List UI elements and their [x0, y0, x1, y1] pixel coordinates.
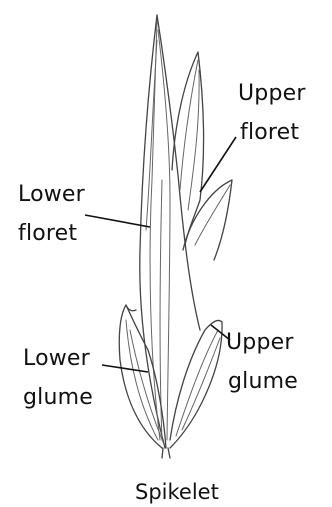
- lower-floret-label-line1: Lower: [18, 182, 85, 208]
- lower-floret-drawing: [140, 15, 200, 448]
- upper-glume-label-line2: glume: [226, 369, 298, 395]
- upper-floret-label-line2: floret: [238, 120, 306, 146]
- upper-glume-label: Upper glume: [226, 330, 298, 395]
- lower-glume-leader: [102, 365, 148, 372]
- stalk-drawing: [162, 448, 170, 458]
- lower-floret-label: Lower floret: [18, 182, 85, 247]
- lower-glume-label-line2: glume: [23, 385, 93, 411]
- upper-floret-leader: [200, 137, 236, 192]
- lower-floret-label-line2: floret: [18, 221, 85, 247]
- lower-glume-label-line1: Lower: [23, 346, 93, 372]
- lower-glume-label: Lower glume: [23, 346, 93, 411]
- upper-floret-label: Upper floret: [238, 81, 306, 146]
- upper-floret-label-line1: Upper: [238, 81, 306, 107]
- upper-glume-drawing: [170, 320, 222, 448]
- upper-glume-label-line1: Upper: [226, 330, 298, 356]
- diagram-caption: Spikelet: [135, 480, 219, 504]
